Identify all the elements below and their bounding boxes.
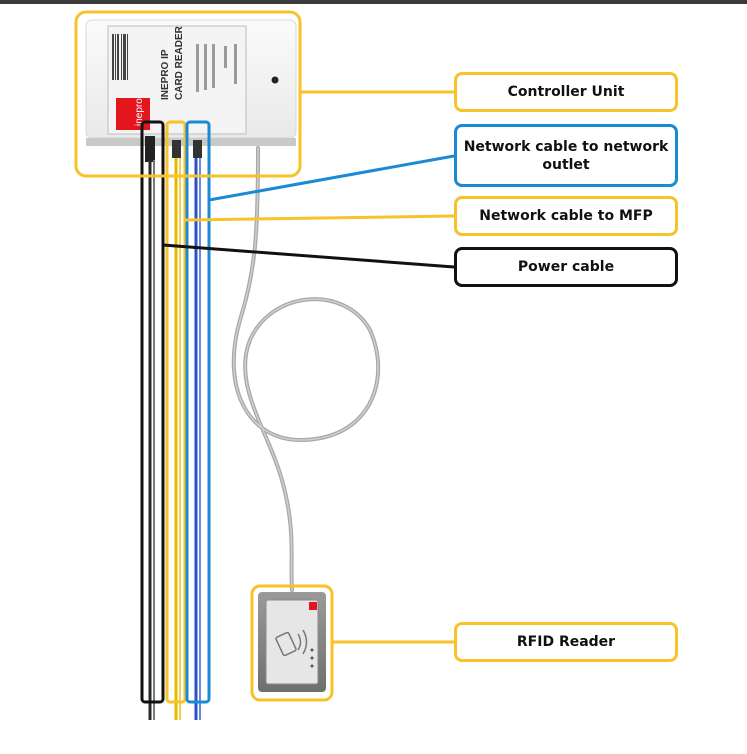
sticker-fineprint bbox=[196, 44, 237, 92]
controller-unit-label: Controller Unit bbox=[454, 72, 678, 112]
power-cable-label: Power cable bbox=[454, 247, 678, 287]
mfp-connector bbox=[172, 140, 181, 158]
rfid-red-tab bbox=[309, 602, 317, 610]
rfid-cable-highlight bbox=[232, 147, 379, 591]
rfid-reader-device bbox=[258, 592, 326, 692]
power-connector-line bbox=[162, 243, 455, 269]
brand-red-logo bbox=[116, 98, 150, 130]
power-connector bbox=[145, 136, 155, 162]
device-title-line1: INEPRO IP bbox=[160, 49, 171, 100]
outlet-cable-outline bbox=[185, 120, 211, 704]
rfid-status-dots bbox=[310, 648, 314, 668]
network-outlet-connector-line bbox=[208, 154, 455, 202]
rfid-cable bbox=[231, 146, 381, 592]
barcode bbox=[112, 34, 128, 80]
power-cable-outline bbox=[140, 120, 165, 704]
device-title-line2: CARD READER bbox=[174, 25, 185, 100]
network-outlet-label: Network cable to network outlet bbox=[454, 124, 678, 187]
controller-outline bbox=[74, 10, 302, 178]
network-mfp-label: Network cable to MFP bbox=[454, 196, 678, 236]
network-mfp-connector-line bbox=[184, 214, 455, 222]
outlet-connector bbox=[193, 140, 202, 158]
contactless-card-icon bbox=[275, 629, 308, 657]
controller-base bbox=[86, 138, 296, 146]
window-top-border bbox=[0, 0, 747, 4]
rfid-reader-label: RFID Reader bbox=[454, 622, 678, 662]
controller-device: inepro INEPRO IP CARD READER bbox=[85, 19, 297, 162]
status-led bbox=[271, 76, 279, 84]
mfp-cable-outline bbox=[165, 120, 187, 704]
brand-text: inepro bbox=[134, 98, 145, 126]
